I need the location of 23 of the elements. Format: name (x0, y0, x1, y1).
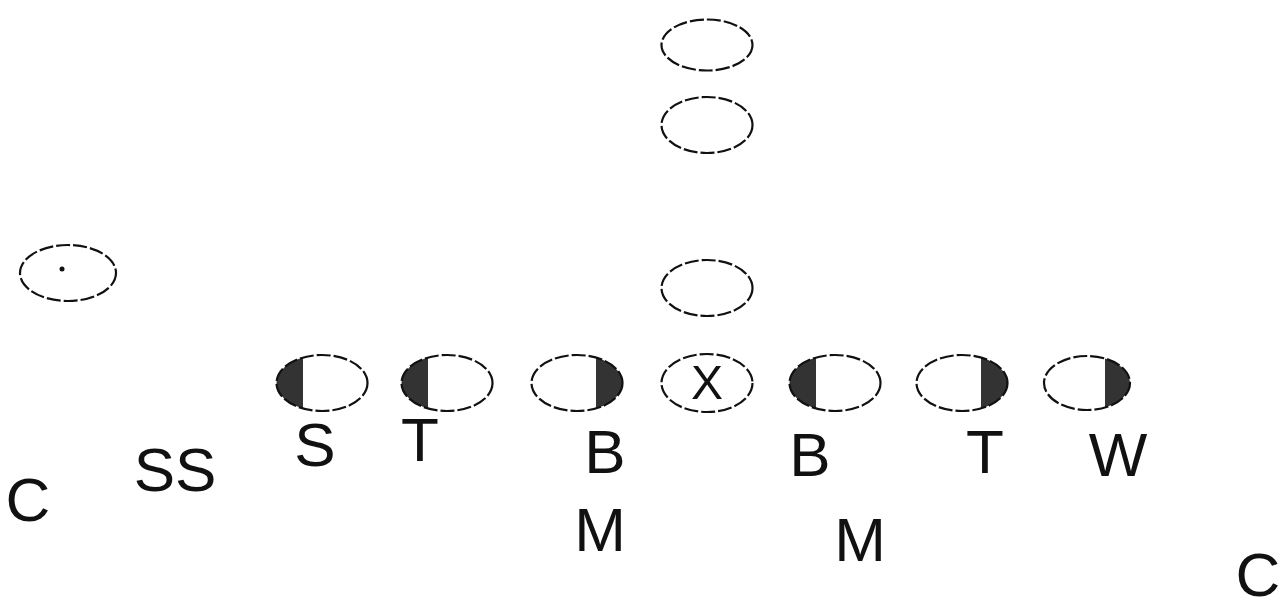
player-oval (787, 353, 883, 413)
player-oval (914, 353, 1010, 413)
player-oval (1042, 354, 1132, 412)
player-oval (659, 352, 755, 414)
player-oval (659, 258, 755, 318)
position-letter: SS (133, 439, 217, 501)
player-oval (659, 95, 755, 155)
position-letter: S (294, 414, 336, 476)
position-letter: M (834, 509, 886, 571)
position-letter: T (401, 409, 439, 471)
player-oval (18, 243, 118, 303)
position-letter: B (584, 421, 626, 483)
player-oval (399, 353, 495, 413)
player-oval (529, 353, 625, 413)
position-letter: C (5, 469, 51, 531)
position-letter: T (966, 421, 1004, 483)
position-letter: B (789, 424, 831, 486)
position-letter: W (1088, 424, 1148, 486)
player-oval (274, 353, 370, 413)
position-letter: M (574, 499, 626, 561)
player-symbol: X (691, 359, 723, 407)
position-letter: C (1235, 544, 1281, 606)
player-oval (659, 17, 755, 73)
